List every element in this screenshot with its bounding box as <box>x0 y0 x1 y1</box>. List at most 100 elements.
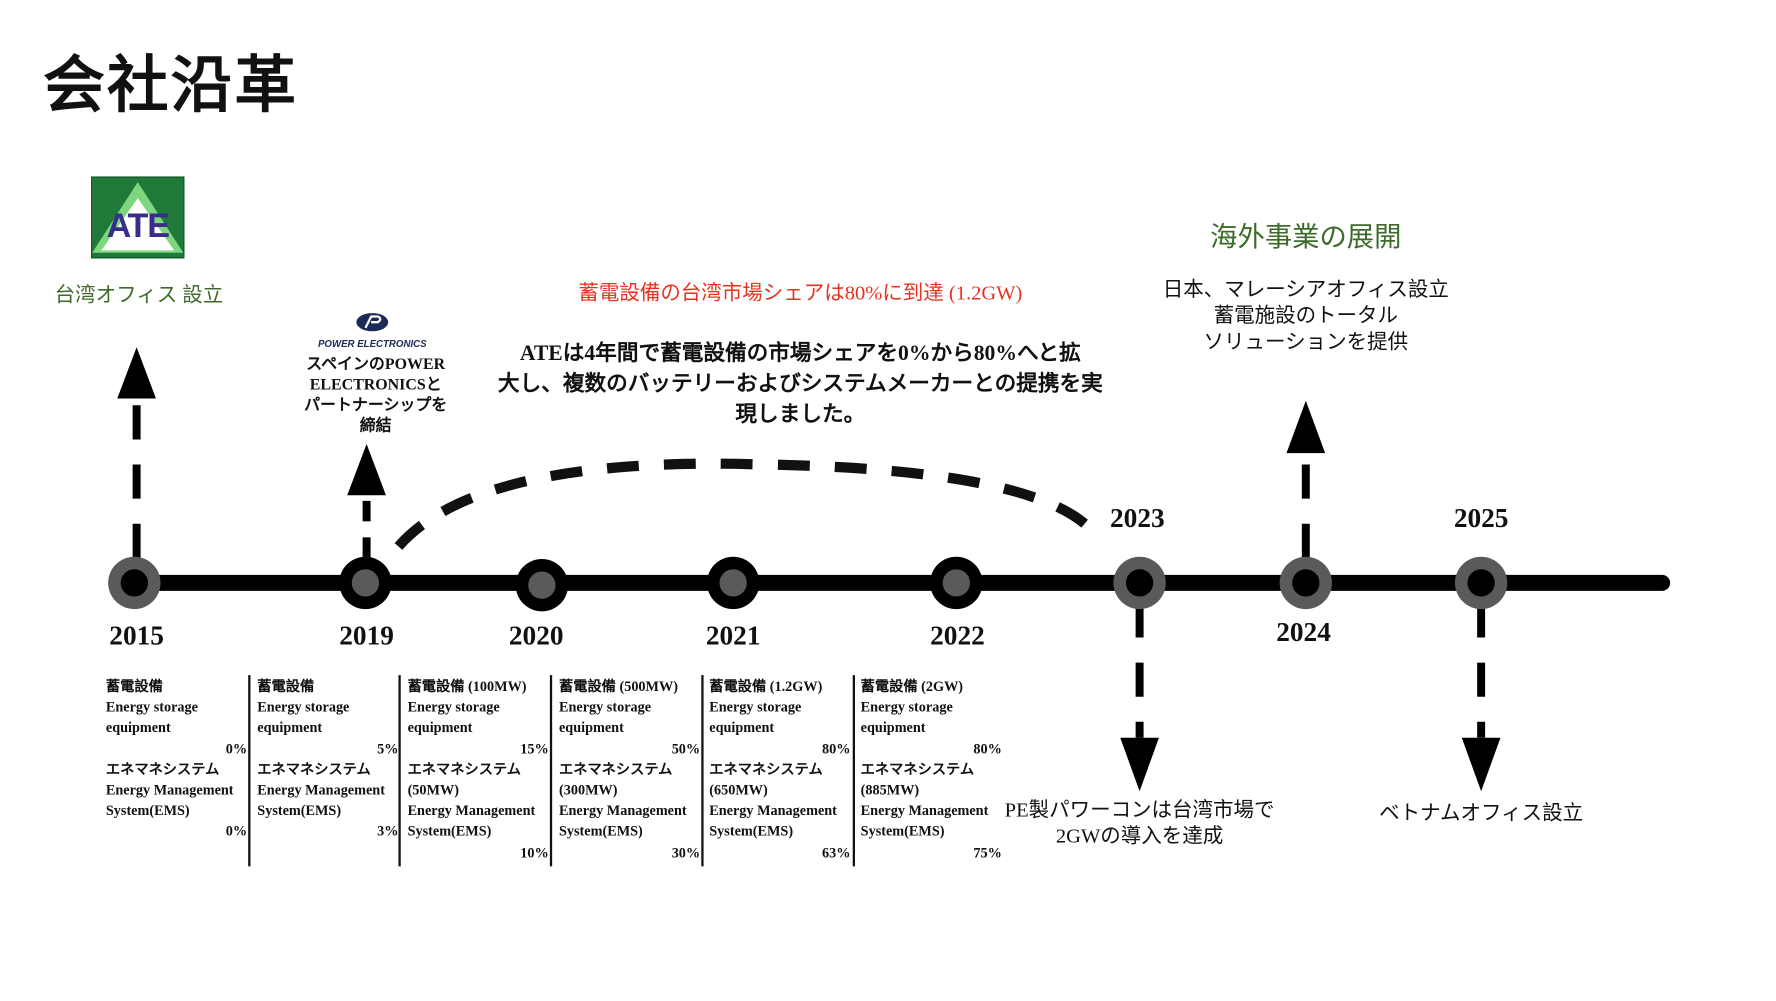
year-label: 2024 <box>1276 618 1331 648</box>
stat-text: Energy Management <box>860 802 989 819</box>
stat-text: 2GWの導入を達成 <box>1055 824 1224 848</box>
stat-text: 締結 <box>359 417 392 435</box>
stat-text: Energy Management <box>105 782 234 799</box>
stat-text: Energy storage <box>257 699 350 716</box>
stat-text: ELECTRONICSと <box>309 376 442 394</box>
year-label: 2019 <box>339 621 394 652</box>
stat-text: ソリューションを提供 <box>1203 330 1409 353</box>
stat-text: 0% <box>225 740 248 757</box>
stat-text: 50% <box>671 740 701 757</box>
stat-text: System(EMS) <box>860 823 945 840</box>
stat-text: (650MW) <box>709 782 768 799</box>
stat-text: 3% <box>377 823 399 840</box>
column-divider <box>701 675 704 867</box>
column-divider <box>549 675 553 867</box>
growth-arc-dashed <box>394 458 1091 550</box>
taiwan-office-label: 台湾オフィス 設立 <box>54 283 224 307</box>
stat-text: エネマネシステム <box>407 761 522 778</box>
stat-text: equipment <box>709 719 775 736</box>
stat-text: POWER ELECTRONICS <box>317 338 427 350</box>
stat-text: 蓄電施設のトータル <box>1213 303 1399 327</box>
stat-text: 日本、マレーシアオフィス設立 <box>1162 277 1449 301</box>
arrow-up-2019 <box>347 443 386 558</box>
stat-text: Energy Management <box>257 782 385 799</box>
stat-text: equipment <box>257 719 323 736</box>
stat-text: System(EMS) <box>407 823 492 840</box>
stat-text: 80% <box>973 740 1002 757</box>
column-divider <box>398 675 401 867</box>
stat-text: 蓄電設備 (1.2GW) <box>709 678 823 695</box>
stat-text: 5% <box>377 740 399 757</box>
node-2024 <box>1279 556 1332 610</box>
stat-text: 80% <box>821 740 851 757</box>
page-title: 会社沿革 <box>43 48 299 121</box>
stat-text: equipment <box>105 719 171 736</box>
stats-column-2019: 蓄電設備 Energy storage equipment 5% エネマネシステム En… <box>257 676 398 842</box>
stat-text: スペインのPOWER <box>306 356 446 374</box>
stat-text: equipment <box>407 719 473 736</box>
year-label: 2021 <box>705 621 761 652</box>
power-electronics-mark-icon <box>356 313 389 332</box>
stat-text: 大し、複数のバッテリーおよびシステムメーカーとの提携を実 <box>497 372 1103 397</box>
stat-text: System(EMS) <box>105 802 190 819</box>
stat-text: 蓄電設備 (500MW) <box>558 678 678 695</box>
stat-text: Energy storage <box>709 699 802 716</box>
stat-text: Energy storage <box>105 699 198 716</box>
stat-text: 10% <box>520 844 549 861</box>
node-2021 <box>706 556 760 610</box>
year-label: 2022 <box>930 621 985 652</box>
stat-text: Energy Management <box>407 802 536 819</box>
stat-text: Energy Management <box>709 802 837 819</box>
stat-text: equipment <box>860 719 926 736</box>
arrow-down-2023 <box>1120 603 1159 792</box>
stat-text: Energy storage <box>407 699 500 716</box>
stat-text: (300MW) <box>558 782 618 799</box>
stat-text: 蓄電設備 <box>105 678 163 695</box>
market-share-heading: 蓄電設備の台湾市場シェアは80%に到達 (1.2GW) <box>578 281 1023 304</box>
year-label: 2023 <box>1109 504 1165 534</box>
stat-text: 0% <box>225 823 248 840</box>
stat-text: 30% <box>671 844 701 861</box>
node-2015 <box>108 556 161 610</box>
stat-text: System(EMS) <box>709 823 794 840</box>
node-2023 <box>1113 556 1166 610</box>
pe-inverter-text: PE製パワーコンは台湾市場で 2GWの導入を達成 <box>1005 797 1275 849</box>
overseas-body: 日本、マレーシアオフィス設立 蓄電施設のトータル ソリューションを提供 <box>1163 277 1449 356</box>
arrow-up-2015 <box>117 347 156 558</box>
ate-logo: ATE <box>91 176 185 259</box>
stats-column-2022: 蓄電設備 (1.2GW) Energy storage equipment 80% エ… <box>709 676 850 863</box>
stat-text: Energy Management <box>558 802 687 819</box>
column-divider <box>852 675 855 867</box>
stat-text: エネマネシステム <box>709 761 823 778</box>
arrow-up-2024 <box>1286 400 1326 558</box>
stat-text: エネマネシステム <box>860 761 975 778</box>
stat-text: 蓄電設備 (2GW) <box>860 678 964 695</box>
node-2019 <box>339 556 392 610</box>
year-label: 2015 <box>109 621 164 652</box>
stat-text: System(EMS) <box>558 823 643 840</box>
stat-text: 15% <box>520 740 549 757</box>
year-label: 2025 <box>1453 504 1509 534</box>
pe-partnership-text: スペインのPOWER ELECTRONICSと パートナーシップを 締結 <box>304 355 447 437</box>
overseas-heading: 海外事業の展開 <box>1210 223 1402 253</box>
node-2025 <box>1454 556 1508 610</box>
stat-text: 蓄電設備 <box>257 678 315 695</box>
stat-text: エネマネシステム <box>558 761 673 778</box>
market-share-body: ATEは4年間で蓄電設備の市場シェアを0%から80%へと拡 大し、複数のバッテリ… <box>498 338 1103 430</box>
power-electronics-logo: POWER ELECTRONICS <box>298 312 446 350</box>
stat-text: Energy storage <box>558 699 652 716</box>
node-2022 <box>930 556 983 610</box>
stat-text: 現しました。 <box>735 403 866 427</box>
stat-text: 75% <box>973 844 1002 861</box>
column-divider <box>248 675 251 867</box>
stat-text: 蓄電設備 (100MW) <box>407 678 527 695</box>
stat-text: ATE <box>106 207 171 245</box>
stat-text: (50MW) <box>407 782 459 799</box>
stat-text: (885MW) <box>860 782 920 799</box>
stat-text: エネマネシステム <box>257 761 371 778</box>
stat-text: 63% <box>821 844 851 861</box>
stat-text: PE製パワーコンは台湾市場で <box>1004 798 1275 821</box>
